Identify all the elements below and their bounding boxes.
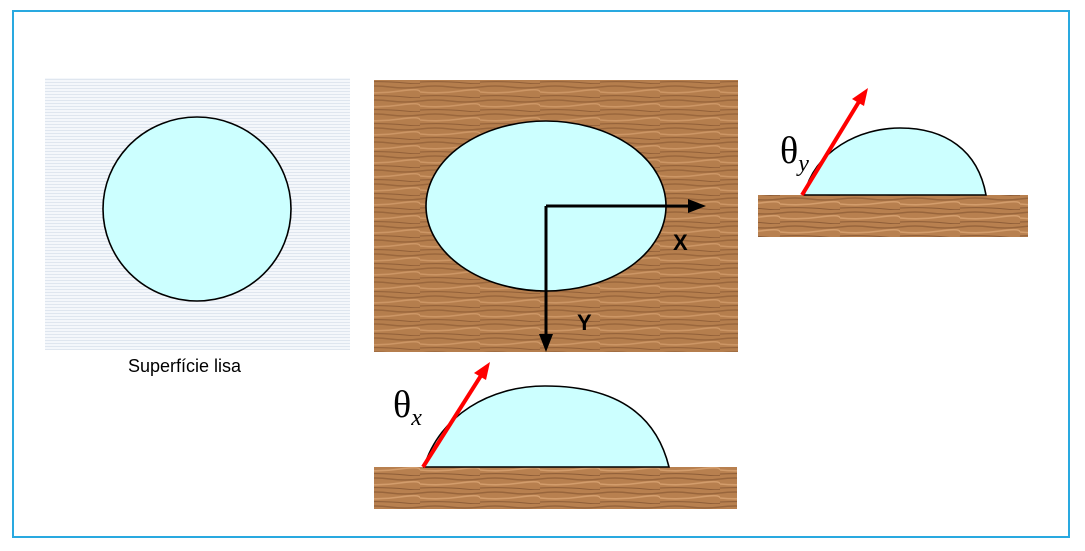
contact-angle-arrowhead-x	[474, 362, 490, 380]
theta-symbol: θ	[393, 384, 412, 426]
round-droplet-top-view	[102, 116, 292, 302]
wood-substrate-x	[374, 467, 737, 509]
smooth-surface-caption: Superfície lisa	[128, 356, 242, 376]
theta-y-subscript: y	[798, 151, 809, 177]
theta-y-label: θy	[780, 132, 809, 176]
y-axis-label: Y	[577, 310, 592, 335]
x-axis-label: X	[673, 230, 688, 255]
theta-symbol: θ	[780, 130, 799, 172]
y-axis-arrowhead	[539, 334, 553, 352]
theta-x-subscript: x	[411, 405, 422, 431]
x-axis-arrowhead	[688, 199, 706, 213]
contact-angle-arrowhead-y	[852, 88, 868, 106]
droplet-side-view-x	[422, 385, 671, 468]
theta-x-label: θx	[393, 386, 422, 430]
contact-angle-arrow-x	[421, 372, 484, 469]
droplet-side-view-y	[802, 127, 987, 196]
wood-substrate-y	[758, 195, 1028, 237]
contact-angle-arrow-y	[800, 98, 862, 197]
